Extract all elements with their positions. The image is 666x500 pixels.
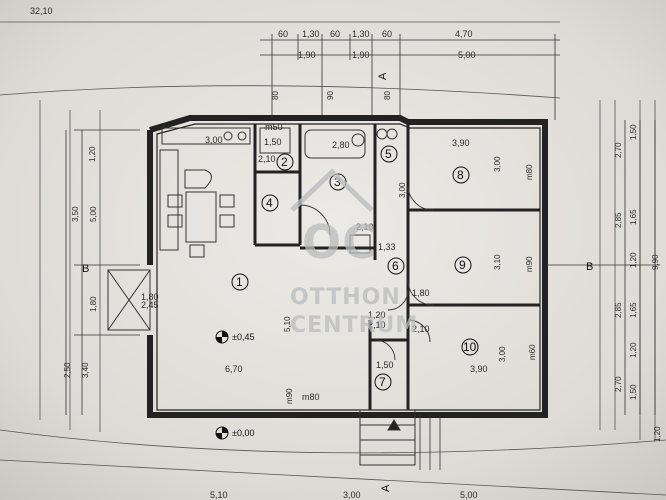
left-dim-4: 1,80 <box>89 296 98 312</box>
misc-m2: m50 <box>265 122 283 132</box>
top-small-2: 90 <box>326 91 335 100</box>
top-dim-1: 60 <box>278 29 288 39</box>
right-dim-4: 1,65 <box>629 209 638 225</box>
room1-width-dim: 6,70 <box>225 364 243 374</box>
axis-b-left: B <box>82 263 89 275</box>
bottom-dim-2: 3,00 <box>343 490 361 500</box>
dim-k11: 1,33 <box>378 242 396 252</box>
left-dim-5: 2,50 <box>63 362 72 378</box>
right-dimension-lines <box>545 120 660 415</box>
right-dim-12: 1,20 <box>653 426 662 442</box>
room-5-label: 5 <box>385 147 392 161</box>
top-dim-4: 1,30 <box>352 29 370 39</box>
overall-width-dim: 32,10 <box>30 6 53 16</box>
dim-k10: 2,10 <box>356 222 374 232</box>
room-10-label: 10 <box>463 340 477 354</box>
dim-k8: 3,90 <box>470 364 488 374</box>
misc-m6: m80 <box>302 392 320 402</box>
left-dim-1: 1,20 <box>88 146 97 162</box>
left-dimension-lines <box>65 129 140 415</box>
room-7-label: 7 <box>379 375 386 389</box>
right-dim-1: 2,70 <box>614 142 623 158</box>
right-dim-2: 1,50 <box>629 124 638 140</box>
room-markers <box>231 145 479 391</box>
top-small-1: 80 <box>271 91 280 100</box>
right-dim-7: 2,85 <box>614 302 623 318</box>
right-dim-9: 1,20 <box>629 342 638 358</box>
right-dim-8: 1,65 <box>629 302 638 318</box>
axis-a-top: A <box>377 72 389 80</box>
right-dim-3: 2,85 <box>614 212 623 228</box>
dim-k14: 2,10 <box>368 320 386 330</box>
left-dim-3: 5,00 <box>89 206 98 222</box>
kitchen-dim: 3,00 <box>205 135 223 145</box>
room-9-label: 9 <box>459 258 466 272</box>
room-4-label: 4 <box>266 196 273 210</box>
room-8-label: 8 <box>457 168 464 182</box>
bathroom-fixtures <box>259 127 398 254</box>
elevation-marker-outside <box>215 426 229 440</box>
left-dim-6: 3,40 <box>81 362 90 378</box>
top-small-3: 80 <box>383 91 392 100</box>
axis-a-bottom: A <box>380 484 392 492</box>
dim-k6: 3,00 <box>493 156 502 172</box>
watermark-logo-text: OC <box>302 215 377 269</box>
walkway-lines <box>419 415 441 470</box>
room-3-label: 3 <box>334 175 341 189</box>
room-6-label: 6 <box>392 259 399 273</box>
watermark-line1: OTTHON <box>290 285 401 310</box>
kitchen-fixtures <box>159 127 251 258</box>
elevation-marker-inside <box>215 330 229 344</box>
room-1-label: 1 <box>236 275 243 289</box>
entrance-steps <box>359 409 416 466</box>
watermark-line2: CENTRUM <box>290 313 418 338</box>
right-dim-11: 1,50 <box>629 384 638 400</box>
outer-walls <box>147 115 548 418</box>
terrace-outline <box>107 269 151 331</box>
misc-m3: m80 <box>525 164 534 180</box>
room-2-label: 2 <box>281 155 288 169</box>
misc-m4: m90 <box>525 256 534 272</box>
elevation-inside-label: ±0,45 <box>232 332 254 342</box>
dim-k15: 1,80 <box>412 288 430 298</box>
axis-b-right: B <box>586 261 593 273</box>
interior-walls <box>253 124 540 410</box>
room1-height-dim: 5,10 <box>283 316 292 332</box>
bottom-dim-3: 5,00 <box>460 490 478 500</box>
misc-m1: m90 <box>285 388 294 404</box>
top-dim-2: 1,30 <box>302 29 320 39</box>
dim-k4: 2,80 <box>332 140 350 150</box>
misc-m5: m60 <box>528 344 537 360</box>
dim-k19: 1,50 <box>376 360 394 370</box>
right-dim-10: 2,70 <box>614 376 623 392</box>
door-swings <box>299 184 434 361</box>
dim-k7: 3,10 <box>493 254 502 270</box>
dim-k2: 1,50 <box>264 137 282 147</box>
dim-k5: 3,90 <box>452 138 470 148</box>
outer-wall-inner-lines <box>156 123 541 411</box>
right-dim-5: 1,20 <box>629 252 638 268</box>
dim-k17: 2,45 <box>141 300 159 310</box>
top-dim-8: 1,90 <box>352 50 370 60</box>
dim-k12: 3,00 <box>398 182 407 198</box>
top-dim-9: 5,00 <box>458 50 476 60</box>
top-dim-5: 60 <box>382 29 392 39</box>
right-dim-6: 9,90 <box>651 254 660 270</box>
top-dim-3: 60 <box>330 29 340 39</box>
dim-k9: 3,00 <box>498 346 507 362</box>
dim-k18: 1,80 <box>141 292 159 302</box>
dim-k16: 2,10 <box>412 324 430 334</box>
watermark-logo <box>290 168 374 212</box>
dim-k3: 2,10 <box>258 154 276 164</box>
top-dimension-lines <box>260 34 560 120</box>
elevation-outside-label: ±0,00 <box>232 428 254 438</box>
dim-k13: 1,20 <box>368 310 386 320</box>
bottom-dim-1: 5,10 <box>210 490 228 500</box>
top-dim-6: 4,70 <box>455 29 473 39</box>
top-dim-7: 1,90 <box>298 50 316 60</box>
left-dim-2: 3,50 <box>71 206 80 222</box>
